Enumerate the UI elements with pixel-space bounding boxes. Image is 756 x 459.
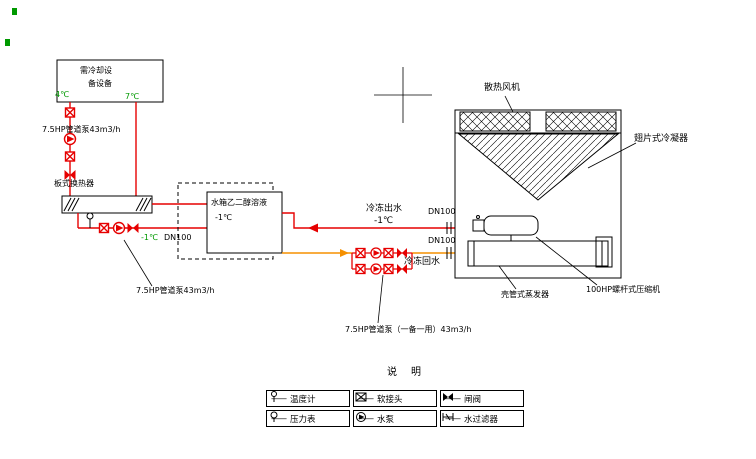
green-marks — [5, 8, 17, 46]
legend-label: 软接头 — [377, 394, 403, 405]
legend-item-thermometer: —— 温度计 — [266, 390, 350, 407]
legend-item-gate-valve: —— 闸阀 — [440, 390, 524, 407]
legend-item-flexible-joint: —— 软接头 — [353, 390, 437, 407]
pump-icon — [356, 412, 366, 422]
pressure-gauge-icon — [270, 411, 278, 422]
plate-heat-exchanger — [61, 195, 153, 214]
legend-label: 压力表 — [290, 414, 316, 425]
tank-label-line1: 水箱乙二醇溶液 — [211, 198, 267, 207]
legend-dash: —— — [271, 393, 287, 404]
legend-item-strainer: —— 水过滤器 — [440, 410, 524, 427]
heat-exchanger-label: 板式换热器 — [54, 179, 94, 188]
legend-label: 水过滤器 — [464, 414, 499, 425]
legend-item-pump: —— 水泵 — [353, 410, 437, 427]
glycol-temp-label: -1℃ — [141, 233, 158, 242]
chiller-unit — [454, 109, 622, 279]
tank-label-line2: -1℃ — [215, 213, 232, 222]
flexible-joint-icon — [355, 392, 367, 402]
parallel-pump-assembly — [351, 247, 413, 275]
evaporator-label: 壳管式蒸发器 — [501, 290, 549, 299]
leader-lines — [123, 95, 637, 324]
chilled-out-label-line1: 冷冻出水 — [366, 204, 403, 214]
chilled-out-label-line2: -1℃ — [374, 216, 394, 226]
legend-title: 说 明 — [387, 367, 423, 378]
thermometer-symbol — [86, 212, 94, 228]
return-temp-label: 7℃ — [125, 92, 140, 101]
dn100-return-label: DN100 — [428, 236, 456, 245]
dn100-supply-label: DN100 — [428, 207, 456, 216]
condenser-label: 翅片式冷凝器 — [634, 134, 689, 144]
pipe-flanges — [446, 222, 452, 259]
pump-parallel-label: 7.5HP管道泵（一备一用）43m3/h — [345, 325, 472, 334]
glycol-loop-pipes — [77, 203, 207, 235]
chilled-supply-pipe — [282, 212, 455, 233]
cooling-box-label-line1: 需冷却设 — [80, 66, 112, 75]
gate-valve-icon — [443, 393, 453, 401]
chilled-return-pipe — [282, 249, 455, 257]
legend-label: 水泵 — [377, 414, 395, 425]
fan-label: 散热风机 — [484, 83, 521, 93]
pump-label-top: 7.5HP管道泵43m3/h — [42, 125, 121, 134]
thermometer-icon — [271, 391, 277, 402]
crosshair-icon — [374, 67, 432, 123]
compressor-label: 100HP螺杆式压缩机 — [586, 285, 661, 294]
pump-label-left: 7.5HP管道泵43m3/h — [136, 286, 215, 295]
legend-item-pressure-gauge: —— 压力表 — [266, 410, 350, 427]
strainer-icon — [442, 413, 454, 421]
supply-temp-label: 4℃ — [55, 90, 70, 99]
glycol-tank — [177, 182, 283, 260]
chilled-return-label: 冷冻回水 — [404, 257, 441, 267]
legend-label: 温度计 — [290, 394, 316, 405]
cooling-equipment-box — [56, 59, 164, 103]
legend-dash: —— — [271, 413, 287, 424]
cooling-box-label-line2: 备设备 — [88, 79, 112, 88]
left-riser-pipes — [63, 102, 137, 196]
dn100-left-label: DN100 — [164, 233, 192, 242]
legend-label: 闸阀 — [464, 394, 482, 405]
legend-dash: —— — [358, 413, 374, 424]
